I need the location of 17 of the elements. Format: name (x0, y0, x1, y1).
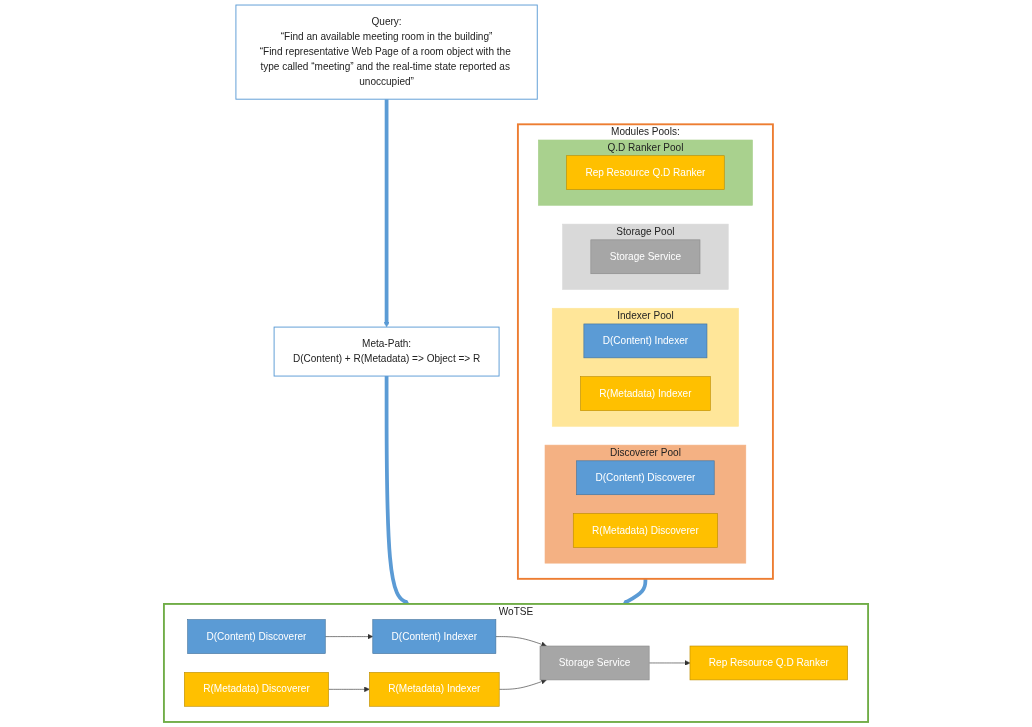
node-box: Meta-Path: D(Content) + R(Metadata) => Object => R (273, 326, 500, 377)
node-box: D(Content) Indexer (583, 323, 708, 359)
node-box: R(Metadata) Indexer (369, 672, 500, 707)
node-box: D(Content) Discoverer (576, 460, 715, 496)
node-box: Rep Resource Q.D Ranker (689, 645, 848, 681)
node-box: R(Metadata) Discoverer (184, 672, 329, 707)
node-box: Storage Service (590, 239, 701, 275)
node-box: R(Metadata) Discoverer (572, 513, 718, 548)
node-box: R(Metadata) Indexer (580, 376, 711, 411)
node-box: Query: “Find an available meeting room in the building” “Find representative Web Page of a room object with the type called “meeting” and the real-time state reported as unoccupied” (235, 4, 538, 100)
node-box: D(Content) Indexer (372, 619, 497, 654)
node-box: Rep Resource Q.D Ranker (566, 155, 725, 190)
arrow (622, 578, 648, 605)
arrow (383, 99, 390, 328)
node-box: Storage Service (539, 645, 650, 681)
arrow (384, 376, 410, 605)
node-box: D(Content) Discoverer (187, 619, 326, 654)
